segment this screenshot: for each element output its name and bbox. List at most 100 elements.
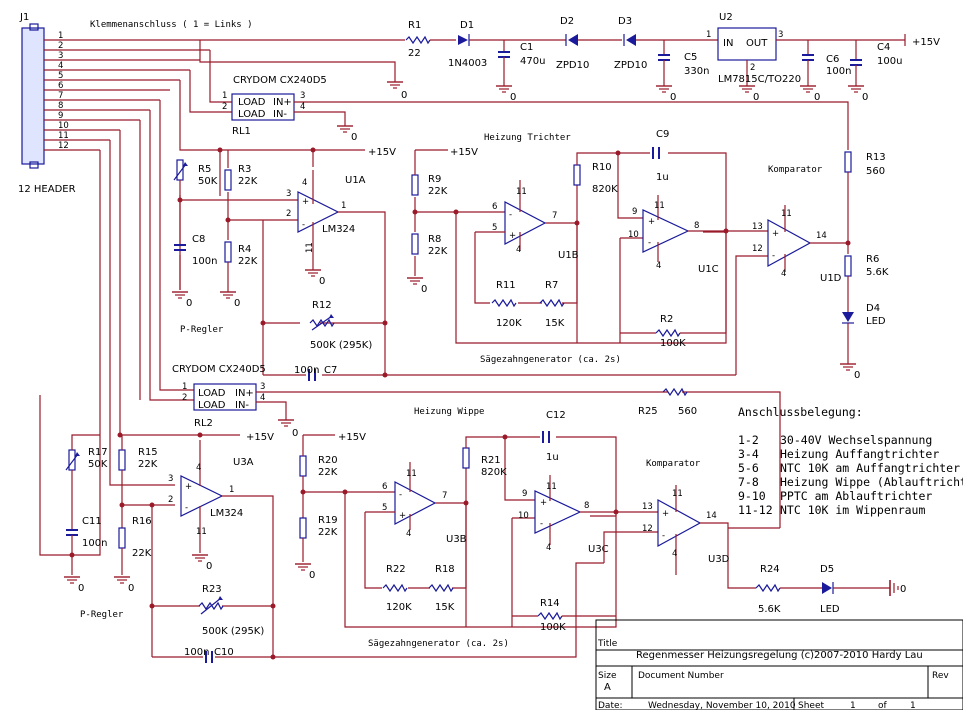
schematic-label: ZPD10 xyxy=(556,60,589,71)
schematic-label: CRYDOM CX240D5 xyxy=(233,75,327,86)
schematic-label: LOAD xyxy=(198,400,226,411)
header-caption: 12 HEADER xyxy=(18,184,76,195)
schematic-label: C11 xyxy=(82,516,102,527)
schematic-label: D5 xyxy=(820,564,834,575)
schematic-label: 0 xyxy=(900,584,906,595)
schematic-label: 10 xyxy=(628,230,639,240)
schematic-label: 12 xyxy=(642,524,653,534)
schematic-label: 14 xyxy=(706,511,717,521)
legend-description: PPTC am Ablauftrichter xyxy=(780,489,932,503)
schematic-label: 560 xyxy=(678,406,697,417)
schematic-label: C4 xyxy=(877,42,890,53)
schematic-label: 0 xyxy=(186,298,192,309)
schematic-label: U1C xyxy=(698,264,719,275)
schematic-label: 3 xyxy=(300,91,305,101)
schematic-label: 1 xyxy=(182,382,187,392)
schematic-label: 11 xyxy=(305,242,315,253)
schematic-label: RL2 xyxy=(194,418,213,429)
schematic-label: 2 xyxy=(222,102,227,112)
schematic-label: - xyxy=(662,531,665,541)
schematic-label: R7 xyxy=(545,280,558,291)
schematic-label: R21 xyxy=(481,455,501,466)
title-block: Title Regenmesser Heizungsregelung (c)20… xyxy=(595,619,963,710)
schematic-label: 1 xyxy=(222,91,227,101)
schematic-label: 5 xyxy=(492,223,497,233)
schematic-label: 0 xyxy=(78,583,84,594)
schematic-label: LM7815C/TO220 xyxy=(718,74,801,85)
schematic-label: LM324 xyxy=(322,224,355,235)
schematic-label: +15V xyxy=(912,37,940,48)
schematic-label: Komparator xyxy=(768,165,823,175)
j1-pin-number: 10 xyxy=(58,121,69,131)
of-label: of xyxy=(878,701,888,710)
schematic-label: R5 xyxy=(198,164,211,175)
schematic-label: R11 xyxy=(496,280,516,291)
schematic-label: 0 xyxy=(292,428,298,439)
schematic-label: 3 xyxy=(778,30,783,40)
legend-pins: 3-4 xyxy=(738,447,759,461)
legend-pins: 9-10 xyxy=(738,489,766,503)
schematic-label: + xyxy=(302,197,309,207)
schematic-label: C12 xyxy=(546,410,566,421)
schematic-label: U1A xyxy=(345,175,366,186)
power-supply: 0 0 0 0 0 xyxy=(199,27,906,103)
schematic-label: 100K xyxy=(540,622,566,633)
u1b-u1c-labels: Heizung Trichter R9 22K R8 22K R10 820K … xyxy=(428,129,719,365)
schematic-label: 100n xyxy=(192,256,217,267)
schematic-label: D4 xyxy=(866,303,880,314)
schematic-label: 4 xyxy=(300,102,305,112)
sheet-label: Sheet xyxy=(798,701,824,710)
schematic-label: OUT xyxy=(746,38,768,49)
schematic-label: 22K xyxy=(132,548,152,559)
schematic-label: 22K xyxy=(318,527,338,538)
schematic-label: R6 xyxy=(866,254,879,265)
schematic-label: 5.6K xyxy=(758,604,781,615)
schematic-label: + xyxy=(399,511,406,521)
schematic-label: 2 xyxy=(750,63,755,73)
schematic-label: 11 xyxy=(781,209,792,219)
schematic-label: 100u xyxy=(877,56,902,67)
u3b-u3c-section: +15V 0 - + 6 5 7 11 4 + - 9 xyxy=(294,431,658,628)
j1-pin-number: 11 xyxy=(58,131,69,141)
schematic-label: P-Regler xyxy=(180,325,224,335)
schematic-label: 120K xyxy=(496,318,522,329)
schematic-label: 100n xyxy=(294,365,319,376)
schematic-label: Heizung Wippe xyxy=(414,407,484,417)
legend-description: NTC 10K am Auffangtrichter xyxy=(780,461,960,475)
schematic-label: 0 xyxy=(319,276,325,287)
schematic-label: P-Regler xyxy=(80,610,124,620)
rev-label: Rev xyxy=(932,671,949,681)
schematic-label: R12 xyxy=(312,300,332,311)
schematic-label: 0 xyxy=(351,132,357,143)
schematic-label: 820K xyxy=(592,184,618,195)
schematic-label: D1 xyxy=(460,20,474,31)
j1-pin-number: 6 xyxy=(58,81,63,91)
relay-rl1: 0 CRYDOM CX240D5 1 2 3 4 LOAD LOAD IN+ I… xyxy=(189,50,849,150)
j1-pin-number: 1 xyxy=(58,31,63,41)
schematic-label: 0 xyxy=(421,284,427,295)
schematic-label: R2 xyxy=(660,314,673,325)
title-label: Title xyxy=(597,639,618,649)
schematic-label: 4 xyxy=(672,549,677,559)
legend-description: NTC 10K im Wippenraum xyxy=(780,503,925,517)
j1-pin-number: 5 xyxy=(58,71,63,81)
schematic-label: R10 xyxy=(592,162,612,173)
j1-pin-number: 12 xyxy=(58,141,69,151)
schematic-label: U3D xyxy=(708,554,730,565)
schematic-label: 22 xyxy=(408,48,421,59)
schematic-label: + xyxy=(540,498,547,508)
schematic-label: 50K xyxy=(88,459,108,470)
legend-title: Anschlussbelegung: xyxy=(738,405,863,419)
schematic-label: LM324 xyxy=(210,508,243,519)
schematic-label: 1 xyxy=(706,30,711,40)
u3a-labels: R17 50K R15 22K C11 100n R16 22K U3A LM3… xyxy=(80,447,264,658)
schematic-label: 560 xyxy=(866,166,885,177)
u3d-section: + - 13 12 14 11 4 xyxy=(603,485,899,596)
schematic-label: D3 xyxy=(618,16,632,27)
schematic-label: Komparator xyxy=(646,459,701,469)
schematic-label: LOAD xyxy=(198,388,226,399)
schematic-label: R8 xyxy=(428,234,441,245)
date-value: Wednesday, November 10, 2010 xyxy=(648,701,796,710)
schematic-label: CRYDOM CX240D5 xyxy=(172,364,266,375)
sheet-value: 1 xyxy=(850,701,856,710)
